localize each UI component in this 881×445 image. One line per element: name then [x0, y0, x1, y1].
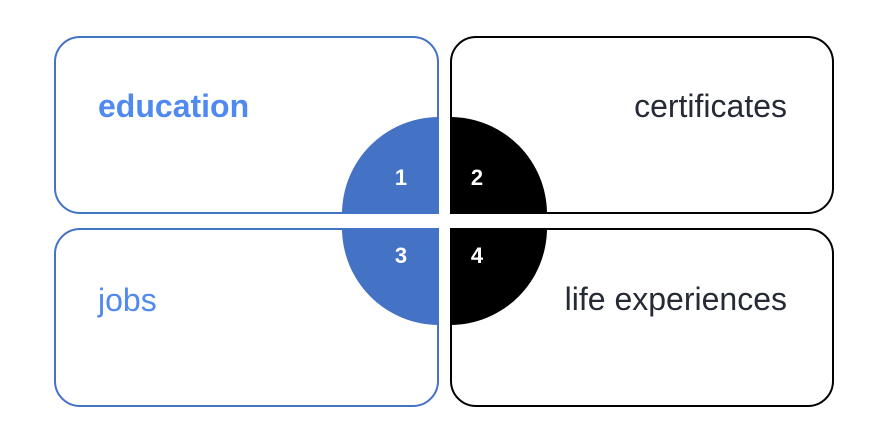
jobs-label: jobs: [98, 282, 157, 318]
life-experiences-label: life experiences: [564, 281, 787, 317]
certificates-label: certificates: [634, 88, 787, 124]
quarter-1: [342, 117, 439, 214]
education-label: education: [98, 88, 250, 124]
quarter-3: [342, 228, 439, 325]
number-4: 4: [471, 243, 484, 268]
quarter-2: [450, 117, 547, 214]
number-2: 2: [471, 165, 483, 190]
number-3: 3: [395, 243, 407, 268]
quarter-4: [450, 228, 547, 325]
number-1: 1: [395, 165, 407, 190]
